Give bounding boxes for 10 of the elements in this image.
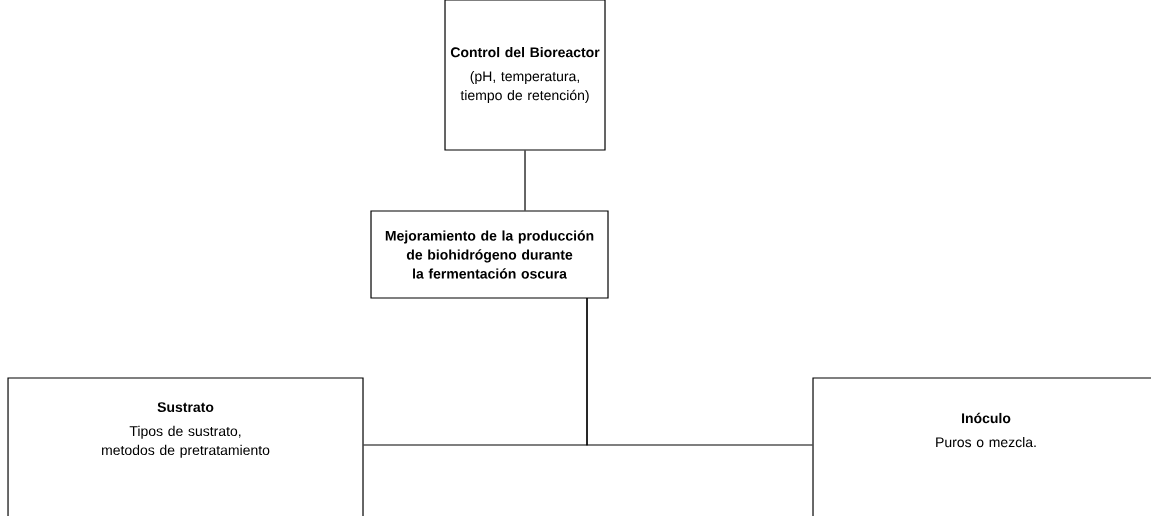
box-text: Sustrato Tipos de sustrato, metodos de pretratamiento (102, 402, 270, 458)
box-text: Mejoramiento de la producción de biohidrógeno durante la fermentación oscura (385, 230, 594, 279)
connector-line (524, 150, 526, 211)
box (812, 377, 1151, 516)
box (370, 210, 609, 299)
box (7, 377, 364, 516)
box (444, 0, 606, 151)
connector-line (586, 297, 813, 446)
box-text: Inóculo Puros o mezcla. (936, 412, 1036, 448)
box-text: Control del Bioreactor (pH, temperatura, tiempo de retención) (450, 46, 600, 103)
